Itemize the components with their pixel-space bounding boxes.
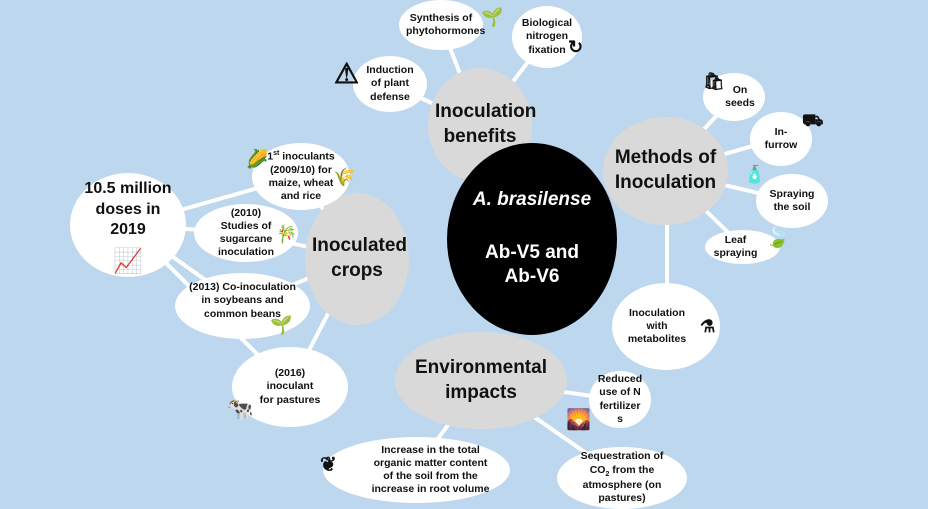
seq-text-rest: from the atmosphere (on pastures) (582, 463, 662, 505)
flask-icon: ⚗ (700, 317, 716, 336)
crop-label: 1st inoculants (2009/10) for maize, whea… (265, 150, 337, 203)
crop-label: (2010) Studies of sugarcane inoculation (218, 206, 274, 259)
spray-can-icon: 🧴 (744, 165, 766, 184)
method-on-seeds: On seeds (703, 73, 765, 121)
methods-hub: Methods of Inoculation (603, 117, 728, 225)
seq-subscript: 2 (605, 470, 610, 478)
method-leaf-spraying: Leaf spraying (705, 230, 780, 264)
benefit-label: Synthesis of phytohormones (406, 11, 486, 37)
impact-label: Reduced use of N fertilizer s (597, 373, 643, 425)
method-in-furrow: In-furrow (750, 112, 812, 166)
seq-text: Sequestration of CO (580, 450, 664, 476)
corn-icon: 🌽 (246, 149, 269, 169)
sugarcane-icon: 🎋 (276, 225, 298, 244)
field-sun-icon: 🌄 (566, 409, 591, 431)
method-metabolites: Inoculation with metabolites (612, 283, 720, 370)
species-label: A. brasilense (472, 188, 592, 210)
environmental-impacts-hub: Environmental impacts (395, 332, 567, 429)
hub-label: Methods of Inoculation (614, 147, 717, 193)
crop-soybeans: (2013) Co-inoculation in soybeans and co… (175, 273, 310, 339)
hub-label: Inoculation benefits (435, 101, 537, 147)
method-spraying-soil: Spraying the soil (756, 174, 828, 228)
impact-organic-matter: Increase in the total organic matter con… (323, 437, 510, 503)
crop-label: (2016) inoculant for pastures (259, 367, 321, 406)
roots-icon: ❦ (320, 454, 337, 476)
strains-label: Ab-V5 and Ab-V6 (485, 241, 579, 288)
plant-roots-icon: 🌱 (481, 7, 504, 27)
cow-icon: 🐄 (226, 396, 254, 421)
inoculated-crops-hub: Inoculated crops (305, 193, 409, 325)
benefit-label: Induction of plant defense (366, 64, 414, 103)
crop-sugarcane: (2010) Studies of sugarcane inoculation (194, 204, 298, 262)
sprout-icon: 🌱 (270, 315, 293, 335)
benefit-nitrogen-fixation: Biological nitrogen fixation (512, 6, 582, 68)
method-label: Spraying the soil (769, 187, 815, 213)
doses-node: 10.5 million doses in 2019 (70, 173, 186, 277)
crop-label: (2013) Co-inoculation in soybeans and co… (189, 281, 296, 320)
method-label: On seeds (725, 83, 755, 109)
method-label: Inoculation with metabolites (627, 306, 687, 346)
leaf-icon: 🍃 (765, 227, 790, 249)
hub-label: Environmental impacts (415, 356, 547, 403)
method-label: In-furrow (764, 125, 798, 151)
growth-chart-icon: 📈 (113, 248, 143, 275)
cycle-arrows-icon: ↻ (568, 37, 584, 57)
impact-reduced-fertilizer: Reduced use of N fertilizer s (589, 371, 651, 428)
crop-text: inoculants (2009/10) for maize, wheat an… (268, 150, 335, 202)
seed-bag-icon: 🛍 (703, 72, 725, 91)
hub-label: Inoculated crops (312, 235, 408, 281)
center-node: A. brasilense Ab-V5 and Ab-V6 (447, 143, 617, 335)
doses-label: 10.5 million doses in 2019 (84, 179, 172, 239)
benefit-label: Biological nitrogen fixation (521, 17, 573, 56)
ordinal-number: 1 (267, 150, 274, 163)
furrow-icon: ⛟ (802, 111, 824, 130)
method-label: Leaf spraying (713, 233, 758, 259)
crop-pastures: (2016) inoculant for pastures (232, 347, 348, 427)
crop-first-inoculants: 1st inoculants (2009/10) for maize, whea… (252, 143, 350, 210)
impact-label: Increase in the total organic matter con… (371, 443, 490, 496)
ordinal-suffix: st (273, 150, 280, 157)
warning-icon: ⚠ (334, 58, 360, 89)
wheat-icon: 🌾 (333, 167, 356, 187)
impact-label: Sequestration of CO2 from the atmosphere… (576, 450, 668, 505)
benefit-plant-defense: Induction of plant defense (353, 56, 427, 112)
benefit-phytohormones: Synthesis of phytohormones (399, 0, 486, 50)
impact-co2-sequestration: Sequestration of CO2 from the atmosphere… (557, 447, 687, 509)
